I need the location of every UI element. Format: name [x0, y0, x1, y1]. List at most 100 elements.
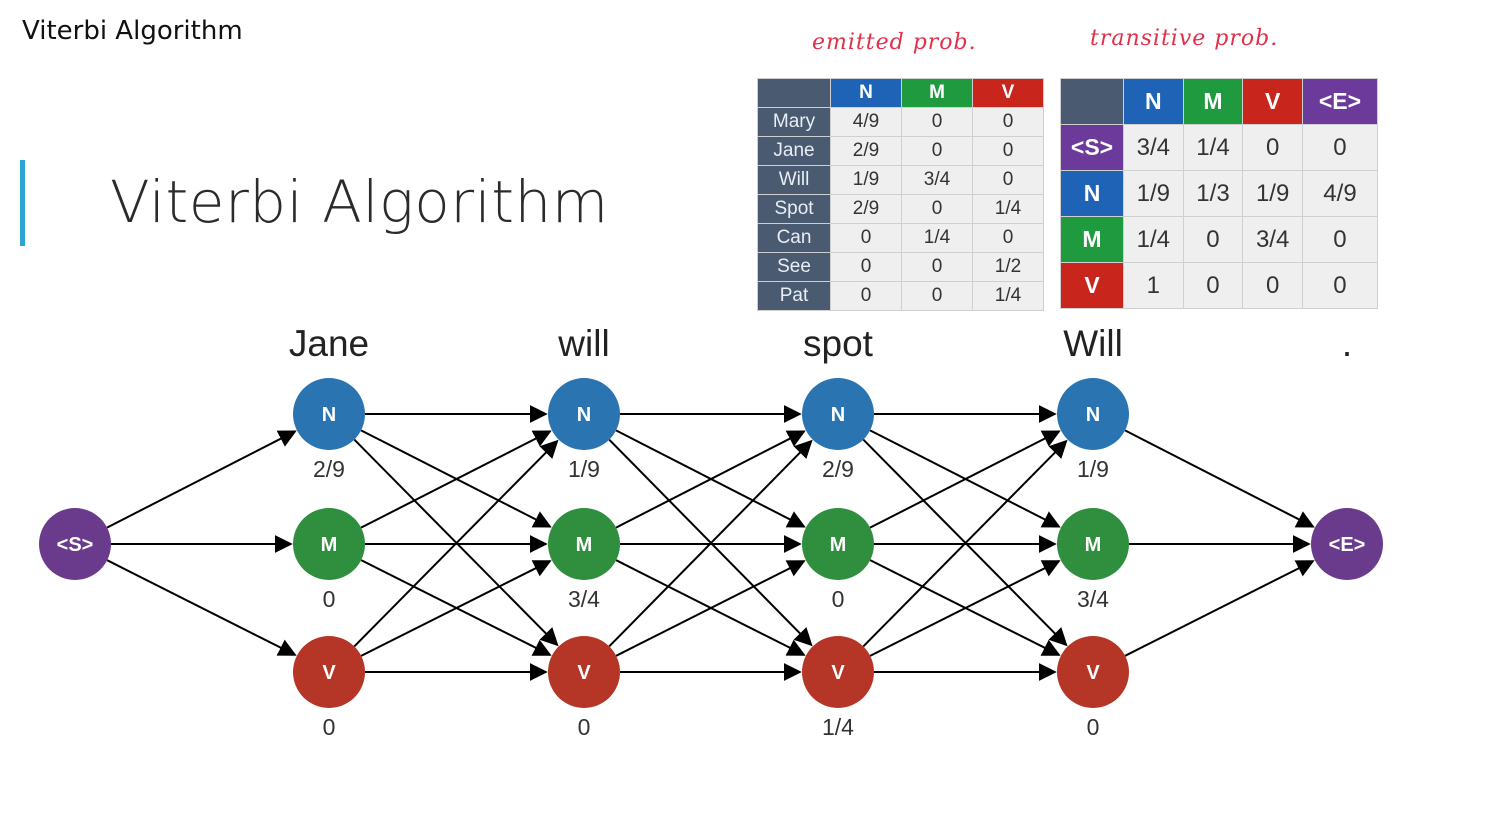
transition-value-cell: 0 [1182, 216, 1244, 263]
emission-value-cell: 0 [830, 281, 902, 311]
emission-header-N: N [830, 78, 902, 108]
emission-value-cell: 0 [830, 252, 902, 282]
state-node-V-col3-label: V [831, 662, 845, 684]
state-node-V-col4-label: V [1086, 662, 1100, 684]
state-node-N-col1 [293, 378, 365, 450]
state-node-V-col1 [293, 636, 365, 708]
end-node-label: <E> [1329, 534, 1366, 556]
emission-word-cell: Will [757, 165, 831, 195]
transition-header-V: V [1242, 78, 1303, 125]
emission-value-cell: 0 [901, 281, 973, 311]
emission-value-cell: 4/9 [830, 107, 902, 137]
node-probability: 3/4 [1077, 586, 1109, 612]
state-node-N-col4 [1057, 378, 1129, 450]
state-node-M-col3 [802, 508, 874, 580]
edge-V-to-M [360, 560, 552, 657]
state-node-M-col1 [293, 508, 365, 580]
state-node-V-col2-label: V [577, 662, 591, 684]
transition-from-cell: N [1060, 170, 1124, 217]
edge-V-to-end [1124, 560, 1315, 657]
edge-V-to-M [615, 560, 806, 657]
transition-from-cell: V [1060, 262, 1124, 309]
edge-N-to-end [1124, 429, 1315, 528]
node-probability: 0 [1087, 714, 1100, 740]
state-node-M-col4 [1057, 508, 1129, 580]
emission-value-cell: 1/4 [972, 194, 1044, 224]
emission-value-cell: 0 [972, 107, 1044, 137]
word-label: will [557, 323, 609, 364]
emission-value-cell: 0 [901, 252, 973, 282]
emission-word-cell: Jane [757, 136, 831, 166]
start-node-label: <S> [57, 534, 94, 556]
state-node-N-col3 [802, 378, 874, 450]
transition-value-cell: 0 [1242, 262, 1303, 309]
transition-value-cell: 3/4 [1242, 216, 1303, 263]
word-label: . [1342, 323, 1352, 364]
node-probability: 1/4 [822, 714, 854, 740]
transition-value-cell: 4/9 [1301, 170, 1379, 217]
emission-value-cell: 1/9 [830, 165, 902, 195]
emission-value-cell: 1/4 [972, 281, 1044, 311]
emission-word-cell: See [757, 252, 831, 282]
transition-value-cell: 0 [1301, 216, 1379, 263]
node-probability: 2/9 [313, 456, 345, 482]
transition-value-cell: 1/3 [1182, 170, 1244, 217]
emission-value-cell: 2/9 [830, 136, 902, 166]
edge-M-to-N [869, 430, 1061, 529]
emitted-prob-note: emitted prob. [812, 30, 977, 55]
node-probability: 3/4 [568, 586, 600, 612]
edge-V-to-M [869, 560, 1061, 657]
trellis-edges [106, 405, 1315, 681]
transition-header-E: <E> [1301, 78, 1379, 125]
state-node-V-col2 [548, 636, 620, 708]
edge-start-to-V [106, 559, 297, 656]
state-node-N-col2-label: N [577, 404, 591, 426]
node-probability: 0 [323, 714, 336, 740]
emission-header-V: V [972, 78, 1044, 108]
word-label: spot [803, 323, 874, 364]
emission-value-cell: 0 [901, 194, 973, 224]
emission-word-cell: Spot [757, 194, 831, 224]
edge-M-to-N [360, 430, 552, 529]
transition-value-cell: 1/9 [1123, 170, 1184, 217]
node-probability: 1/9 [1077, 456, 1109, 482]
edge-V-to-N [353, 439, 559, 648]
edge-M-to-N [615, 430, 806, 529]
transition-value-cell: 0 [1301, 124, 1379, 171]
end-node [1311, 508, 1383, 580]
node-probability: 0 [832, 586, 845, 612]
emission-word-cell: Mary [757, 107, 831, 137]
edge-start-to-N [106, 430, 297, 529]
transition-header-N: N [1123, 78, 1184, 125]
emission-value-cell: 3/4 [901, 165, 973, 195]
accent-bar [20, 160, 25, 246]
emission-value-cell: 0 [901, 136, 973, 166]
word-label: Will [1063, 323, 1123, 364]
transition-value-cell: 1/9 [1242, 170, 1303, 217]
emission-header-row: N M V [757, 78, 1044, 108]
node-probability: 2/9 [822, 456, 854, 482]
state-node-N-col1-label: N [322, 404, 336, 426]
emission-value-cell: 0 [830, 223, 902, 253]
emission-header-M: M [901, 78, 973, 108]
state-node-N-col3-label: N [831, 404, 845, 426]
emission-value-cell: 1/2 [972, 252, 1044, 282]
node-probability: 0 [578, 714, 591, 740]
edge-V-to-N [862, 439, 1068, 648]
state-node-V-col4 [1057, 636, 1129, 708]
transition-header-M: M [1182, 78, 1244, 125]
state-node-N-col2 [548, 378, 620, 450]
transition-value-cell: 0 [1242, 124, 1303, 171]
